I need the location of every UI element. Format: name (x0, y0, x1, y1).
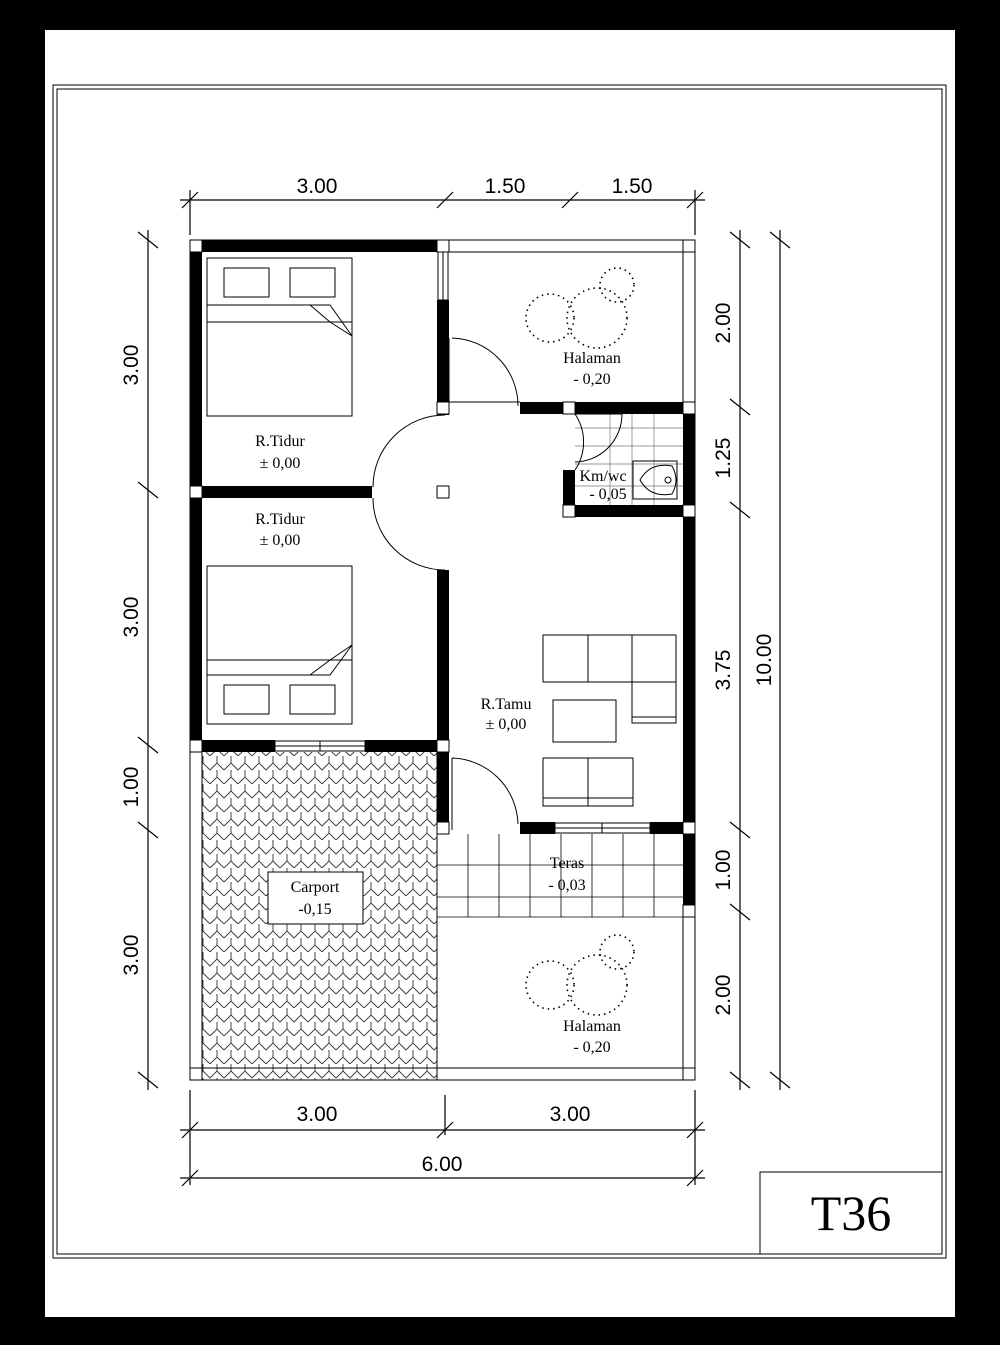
bedroom2-name: R.Tidur (255, 511, 305, 528)
bedroom2-level: ± 0,00 (260, 532, 301, 549)
columns (189, 239, 696, 1081)
dimension-labels: 3.00 1.50 1.50 3.00 3.00 1.00 3.00 2.00 … (120, 175, 776, 1176)
toilet (632, 460, 678, 500)
terrace-level: - 0,03 (548, 877, 585, 894)
dim-bottom-1: 3.00 (297, 1103, 338, 1126)
inner-frame (56, 88, 943, 1255)
bed-1 (206, 257, 353, 417)
dim-right-5: 2.00 (712, 975, 735, 1016)
terrace-name: Teras (550, 855, 584, 872)
doors (372, 337, 623, 830)
windows (274, 251, 651, 834)
bathroom-name: Km/wc (579, 468, 626, 485)
dim-top-3: 1.50 (612, 175, 653, 198)
dim-top-1: 3.00 (297, 175, 338, 198)
garden-back-level: - 0,20 (573, 371, 610, 388)
trees-back (525, 267, 635, 349)
room-labels: R.Tidur ± 0,00 R.Tidur ± 0,00 Halaman - … (255, 350, 626, 1056)
living-name: R.Tamu (481, 696, 532, 713)
dim-right-total: 10.00 (753, 634, 776, 687)
dim-right-3: 3.75 (712, 650, 735, 691)
bed-2 (206, 565, 353, 725)
dim-left-4: 3.00 (120, 935, 143, 976)
dim-right-4: 1.00 (712, 850, 735, 891)
terrace-tiles (437, 834, 695, 918)
title-code: T36 (811, 1185, 892, 1241)
dim-bottom-total: 6.00 (422, 1153, 463, 1176)
dim-left-3: 1.00 (120, 767, 143, 808)
dim-bottom-2: 3.00 (550, 1103, 591, 1126)
carport-label-box (267, 871, 364, 925)
dim-left-2: 3.00 (120, 597, 143, 638)
sheet (45, 30, 955, 1317)
dim-right-1: 2.00 (712, 303, 735, 344)
carport-name: Carport (291, 879, 340, 896)
carport-level: -0,15 (298, 901, 331, 918)
living-level: ± 0,00 (486, 716, 527, 733)
garden-back-name: Halaman (563, 350, 621, 367)
title-block: T36 (759, 1171, 943, 1255)
garden-front-name: Halaman (563, 1018, 621, 1035)
trees-front (525, 934, 635, 1016)
outer-frame (52, 84, 947, 1259)
dim-top-2: 1.50 (485, 175, 526, 198)
bedroom1-level: ± 0,00 (260, 455, 301, 472)
bedroom1-name: R.Tidur (255, 433, 305, 450)
dimension-lines (137, 190, 791, 1187)
sofa-set (542, 634, 677, 807)
dim-right-2: 1.25 (712, 438, 735, 479)
dim-left-1: 3.00 (120, 345, 143, 386)
garden-front-level: - 0,20 (573, 1039, 610, 1056)
bathroom-tiles (575, 414, 683, 505)
bathroom-level: - 0,05 (589, 486, 626, 503)
